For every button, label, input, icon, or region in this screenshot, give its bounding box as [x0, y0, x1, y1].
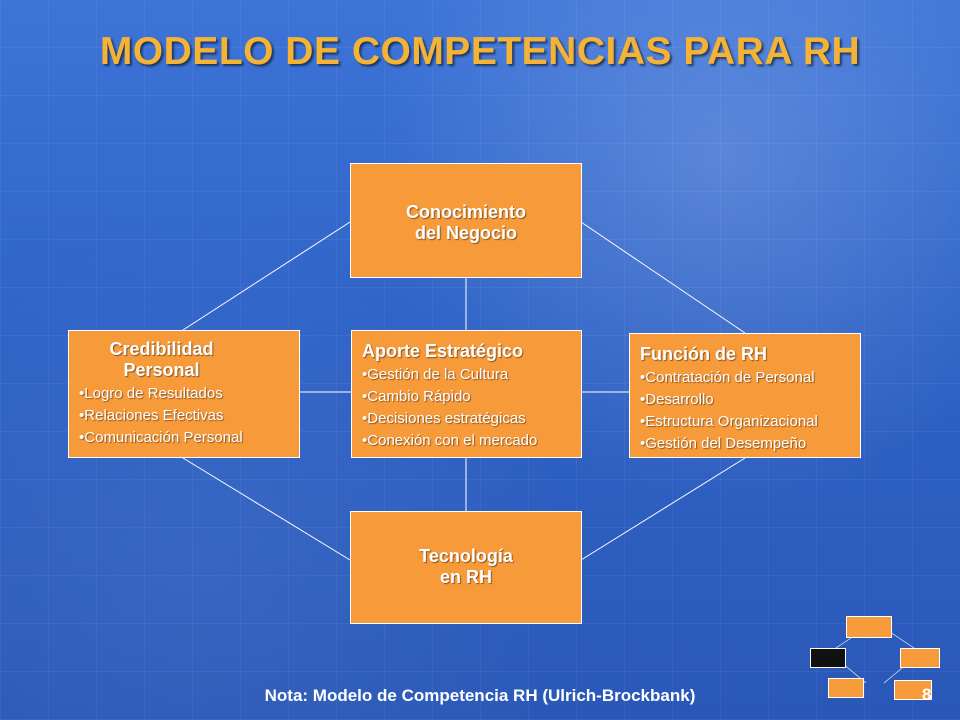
box-aporte-estrategico: Aporte Estratégico Gestión de la Cultura… — [351, 330, 582, 458]
box-bottom-line-1: Tecnología — [419, 546, 513, 566]
list-item: Estructura Organizacional — [640, 411, 860, 433]
box-right-head: Función de RH — [640, 344, 767, 364]
box-top-line-1: Conocimiento — [406, 202, 526, 222]
list-item: Logro de Resultados — [79, 383, 299, 405]
box-tecnologia-rh: Tecnología en RH — [350, 511, 582, 624]
list-item: Decisiones estratégicas — [362, 408, 581, 430]
connector-top-left — [182, 221, 351, 331]
footnote: Nota: Modelo de Competencia RH (Ulrich-B… — [264, 686, 696, 705]
box-center-head: Aporte Estratégico — [362, 341, 524, 361]
list-item: Gestión de la Cultura — [362, 364, 581, 386]
list-item: Comunicación Personal — [79, 427, 299, 449]
page-title: MODELO DE COMPETENCIAS PARA RH — [99, 30, 861, 73]
box-funcion-rh: Función de RH Contratación de Personal D… — [629, 333, 861, 458]
list-item: Contratación de Personal — [640, 367, 860, 389]
box-top-line-2: del Negocio — [414, 223, 517, 243]
box-bottom-line-2: en RH — [439, 567, 492, 587]
box-left-line-2: Personal — [123, 360, 200, 380]
connector-bottom-right — [580, 457, 746, 561]
thumbnail-diagram — [796, 608, 956, 708]
list-item: Relaciones Efectivas — [79, 405, 299, 427]
page-number: 8 — [922, 685, 932, 704]
box-credibilidad-personal: Credibilidad Personal Logro de Resultado… — [68, 330, 300, 458]
box-left-line-1: Credibilidad — [109, 339, 214, 359]
list-item: Desarrollo — [640, 389, 860, 411]
list-item: Gestión del Desempeño — [640, 433, 860, 455]
box-center-list: Gestión de la Cultura Cambio Rápido Deci… — [362, 364, 581, 452]
box-right-list: Contratación de Personal Desarrollo Estr… — [640, 367, 860, 455]
list-item: Cambio Rápido — [362, 386, 581, 408]
list-item: Conexión con el mercado — [362, 430, 581, 452]
connector-top-right — [580, 221, 746, 334]
box-left-list: Logro de Resultados Relaciones Efectivas… — [79, 383, 299, 449]
box-conocimiento-negocio: Conocimiento del Negocio — [350, 163, 582, 278]
connector-bottom-left — [182, 457, 351, 561]
